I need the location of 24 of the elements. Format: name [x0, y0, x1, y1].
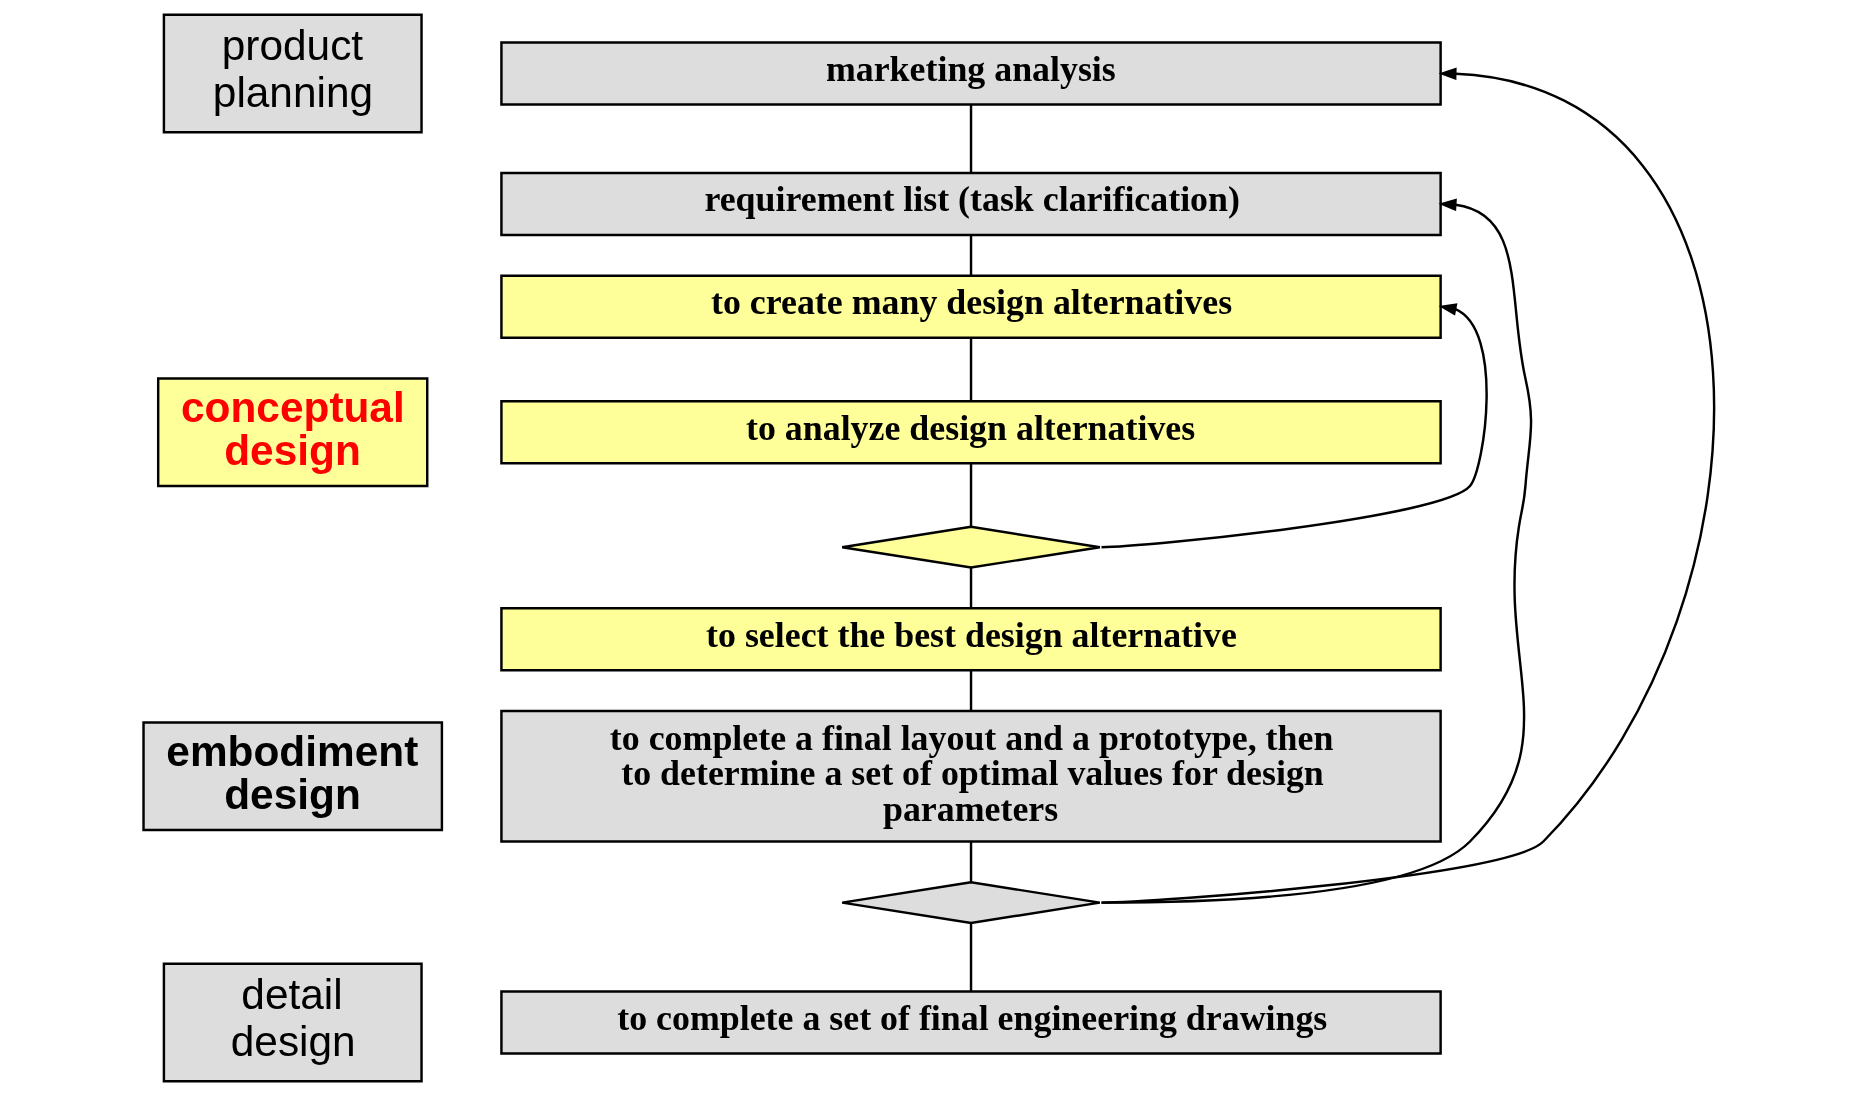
connector [969, 567, 973, 608]
node-box: to complete a final layout and a prototype, then to determine a set of optimal values for design parameters [500, 709, 1442, 843]
node-box: to analyze design alternatives [500, 400, 1442, 465]
node-box: requirement list (task clarification) [500, 171, 1442, 237]
connector [969, 670, 973, 711]
arrow [1101, 303, 1488, 549]
node-box: product planning [162, 13, 423, 134]
node-box: detail design [162, 962, 423, 1083]
connector [969, 923, 973, 992]
connector [969, 104, 973, 173]
node-box: to create many design alternatives [500, 274, 1442, 339]
node-diamond [841, 525, 1102, 569]
node-box: to complete a set of final engineering drawings [500, 990, 1442, 1055]
connector [969, 841, 973, 883]
arrow [1101, 198, 1533, 904]
connector [969, 463, 973, 527]
node-box: to select the best design alternative [500, 607, 1442, 672]
node-box: embodiment design [142, 721, 444, 832]
connector [969, 337, 973, 401]
node-box: marketing analysis [500, 41, 1442, 106]
node-box: conceptual design [156, 377, 429, 488]
node-diamond [841, 881, 1102, 925]
arrow [1101, 67, 1715, 904]
connector [969, 235, 973, 276]
